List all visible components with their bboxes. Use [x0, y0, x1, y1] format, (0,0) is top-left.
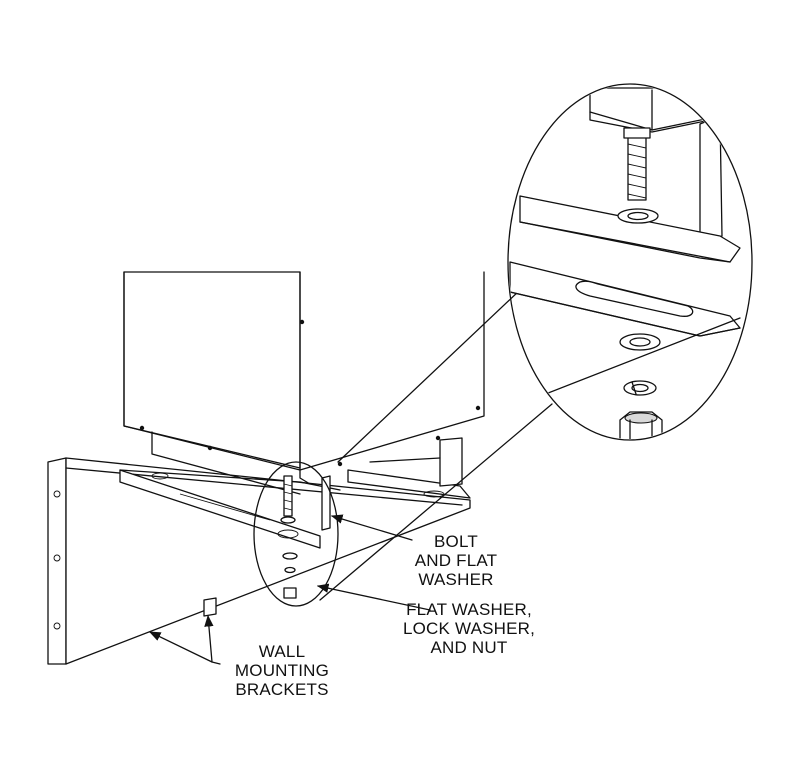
- rear-mounting-bracket: [347, 437, 471, 499]
- detail-callout-circle: [253, 461, 339, 607]
- leader-lines: [148, 514, 431, 665]
- label-flat-washer-lock-washer-nut: FLAT WASHER, LOCK WASHER, AND NUT: [402, 600, 536, 657]
- label-wall-mounting-brackets: WALL MOUNTING BRACKETS: [234, 642, 330, 699]
- label-bolt-and-flat-washer: BOLT AND FLAT WASHER: [414, 532, 498, 589]
- magnified-detail-view: [507, 83, 753, 441]
- corner-bolt-stack: [280, 475, 331, 599]
- magnify-connector-lines: [319, 289, 553, 601]
- enclosure-cabinet: [123, 271, 485, 495]
